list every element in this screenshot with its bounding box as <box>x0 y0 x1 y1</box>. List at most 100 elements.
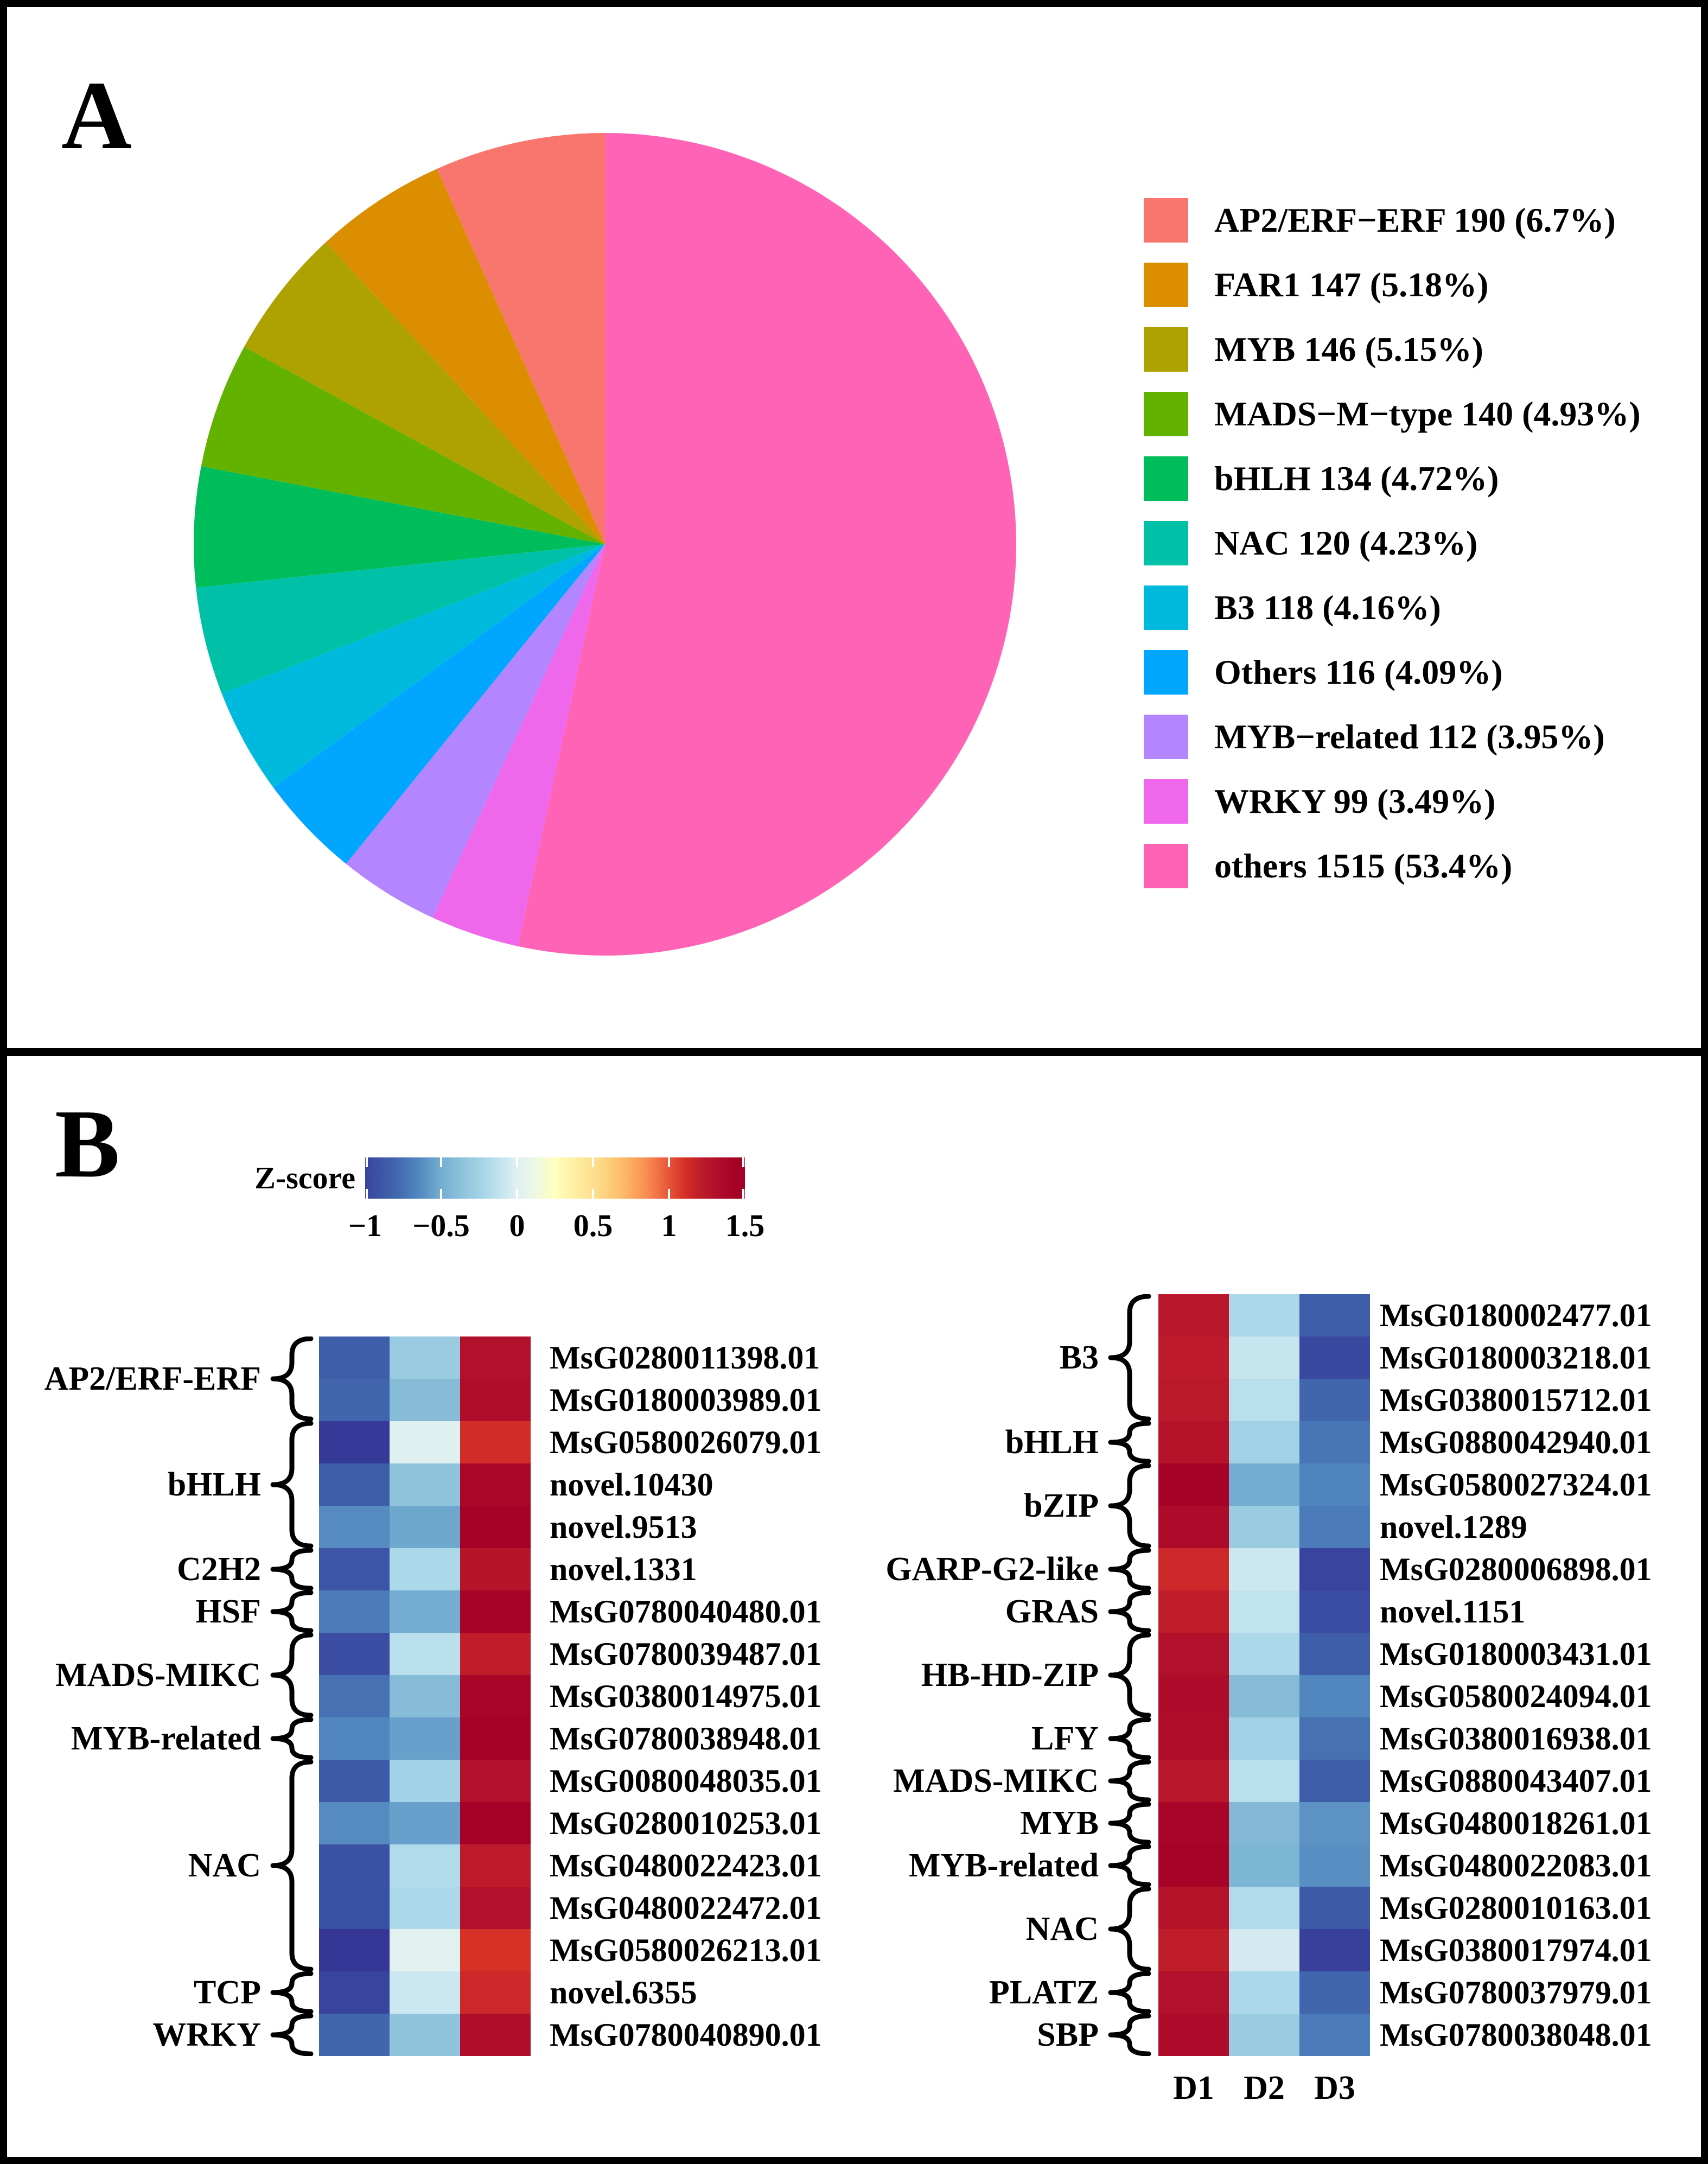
legend-item: FAR1 147 (5.18%) <box>1144 263 1488 307</box>
legend-item: MYB−related 112 (3.95%) <box>1144 715 1605 759</box>
family-brace <box>1108 1590 1151 1633</box>
colorbar-tick-label: 0 <box>509 1208 525 1243</box>
family-label: NAC <box>1025 1911 1099 1947</box>
gene-label: MsG0780040480.01 <box>550 1594 822 1630</box>
heatmap-cell <box>1229 1717 1299 1760</box>
heatmap-cell <box>1299 1760 1370 1802</box>
column-label-D1: D1 <box>1173 2070 1214 2106</box>
heatmap-cell <box>1158 1929 1229 1971</box>
legend-swatch <box>1144 521 1188 565</box>
heatmap-cell <box>460 1887 531 1929</box>
column-label-D3: D3 <box>1314 2070 1355 2106</box>
heatmap-cell <box>460 1548 531 1590</box>
family-label: WRKY <box>152 2016 261 2053</box>
gene-label: MsG0480022423.01 <box>550 1848 822 1883</box>
heatmap-cell <box>460 1760 531 1802</box>
pie-slice-bHLH <box>193 466 605 588</box>
heatmap-cell <box>390 1506 460 1548</box>
heatmap-cell <box>390 1760 460 1802</box>
gene-label: novel.1151 <box>1380 1594 1526 1630</box>
legend-label: Others 116 (4.09%) <box>1214 653 1503 691</box>
heatmap-cell <box>460 2014 531 2056</box>
family-brace <box>1108 1760 1151 1802</box>
heatmap-cell <box>1299 1675 1370 1717</box>
heatmap-cell <box>319 1463 390 1506</box>
gene-label: MsG0280011398.01 <box>550 1340 820 1376</box>
gene-label: MsG0180003431.01 <box>1380 1636 1652 1672</box>
heatmap-cell <box>1158 1294 1229 1336</box>
pie-slice-Others <box>273 544 605 864</box>
legend-swatch <box>1144 392 1188 436</box>
heatmap-cell <box>1229 1506 1299 1548</box>
heatmap-cell <box>1299 1971 1370 2014</box>
gene-label: MsG0780037979.01 <box>1380 1975 1652 2010</box>
legend-label: NAC 120 (4.23%) <box>1214 524 1478 562</box>
heatmap-cell <box>390 1633 460 1675</box>
heatmap-cell <box>1229 2014 1299 2056</box>
heatmap-cell <box>1299 1590 1370 1633</box>
legend-label: AP2/ERF−ERF 190 (6.7%) <box>1214 201 1616 239</box>
heatmap-cell <box>1299 1717 1370 1760</box>
legend-item: bHLH 134 (4.72%) <box>1144 456 1499 501</box>
gene-label: MsG0380016938.01 <box>1380 1721 1652 1756</box>
heatmap-cell <box>390 1717 460 1760</box>
heatmap-cell <box>1158 1675 1229 1717</box>
family-label: MYB-related <box>908 1847 1099 1884</box>
gene-label: MsG0880043407.01 <box>1380 1763 1652 1799</box>
family-brace <box>270 1760 314 1971</box>
legend-swatch <box>1144 779 1188 824</box>
heatmap-cell <box>319 1633 390 1675</box>
family-brace <box>1108 1421 1151 1463</box>
colorbar-tick-mark <box>516 1189 518 1199</box>
colorbar-title: Z-score <box>254 1160 355 1195</box>
heatmap-cell <box>1299 1633 1370 1675</box>
family-brace <box>1108 1633 1151 1717</box>
legend-label: others 1515 (53.4%) <box>1214 846 1513 885</box>
heatmap-cell <box>1229 1760 1299 1802</box>
heatmap-cell <box>1229 1379 1299 1421</box>
heatmap-cell <box>390 1844 460 1887</box>
pie-slice-MYB-related <box>346 544 605 918</box>
heatmap-cell <box>1299 1887 1370 1929</box>
family-brace <box>270 1548 314 1590</box>
family-label: SBP <box>1037 2016 1099 2053</box>
heatmap-cell <box>1299 1548 1370 1590</box>
heatmap-cell <box>319 1548 390 1590</box>
panel-a-label: A <box>61 61 132 169</box>
family-brace <box>270 1717 314 1760</box>
heatmap-cell <box>1158 1633 1229 1675</box>
pie-slice-NAC <box>196 544 606 694</box>
family-label: bHLH <box>167 1466 261 1503</box>
heatmap-cell <box>1229 1802 1299 1844</box>
heatmap-cell <box>1299 1844 1370 1887</box>
gene-label: MsG0480018261.01 <box>1380 1805 1652 1841</box>
colorbar-tick-label: −0.5 <box>412 1208 470 1243</box>
gene-label: MsG0080048035.01 <box>550 1763 822 1799</box>
gene-label: novel.6355 <box>550 1975 697 2010</box>
family-label: bZIP <box>1024 1487 1099 1524</box>
colorbar-tick-mark <box>592 1189 594 1199</box>
family-label: HSF <box>195 1593 261 1630</box>
family-brace <box>270 2014 314 2056</box>
heatmap-cell <box>1158 1463 1229 1506</box>
pie-slice-B3 <box>221 544 606 788</box>
family-brace <box>1108 1548 1151 1590</box>
heatmap-cell <box>1158 1506 1229 1548</box>
gene-label: novel.9513 <box>550 1509 697 1545</box>
heatmap-cell <box>319 1590 390 1633</box>
pie-slice-WRKY <box>432 544 605 946</box>
family-label: MYB-related <box>71 1720 261 1757</box>
heatmap-cell <box>1299 1379 1370 1421</box>
gene-label: MsG0480022472.01 <box>550 1890 822 1926</box>
colorbar-tick-label: 0.5 <box>573 1208 613 1243</box>
legend-item: B3 118 (4.16%) <box>1144 585 1441 630</box>
heatmap-cell <box>390 1675 460 1717</box>
family-label: LFY <box>1031 1720 1099 1757</box>
gene-label: MsG0380015712.01 <box>1380 1382 1652 1418</box>
colorbar-tick-mark <box>440 1189 442 1199</box>
heatmap-cell <box>1158 1379 1229 1421</box>
heatmap-cell <box>319 1971 390 2014</box>
heatmap-cell <box>1158 2014 1229 2056</box>
heatmap-cell <box>1229 1971 1299 2014</box>
legend-item: WRKY 99 (3.49%) <box>1144 779 1495 824</box>
